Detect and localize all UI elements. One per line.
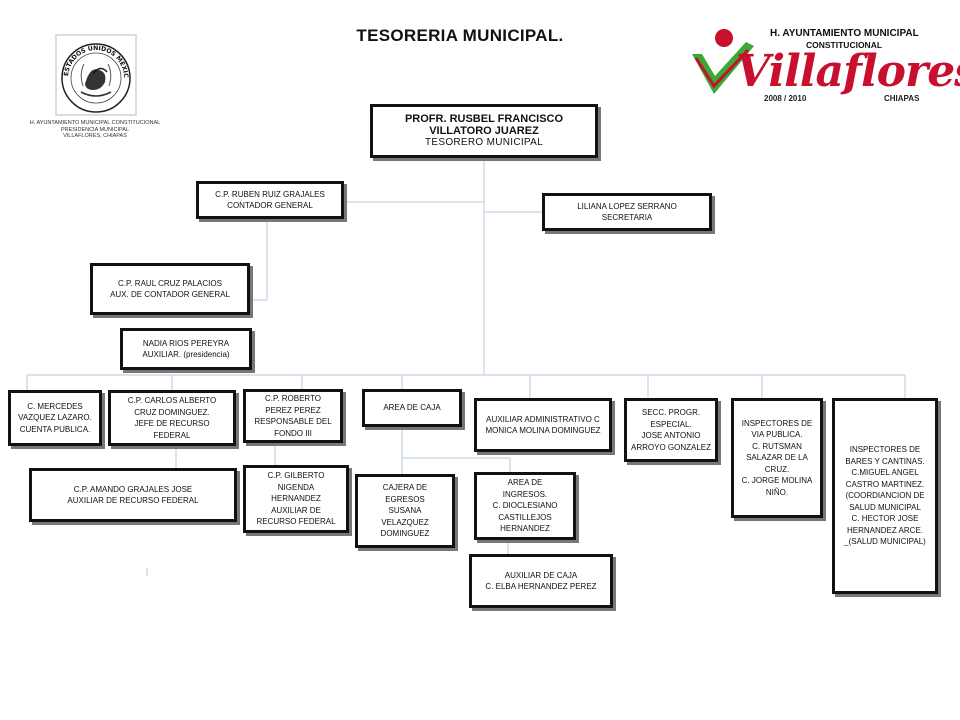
page-title: TESORERIA MUNICIPAL. <box>356 26 564 45</box>
node-area-caja: AREA DE CAJA <box>362 389 462 427</box>
seal-emblem: ESTADOS UNIDOS MEXICANOS <box>52 29 137 116</box>
node-tesorero: PROFR. RUSBEL FRANCISCO VILLATORO JUAREZ… <box>370 104 598 158</box>
seal-caption: H. AYUNTAMIENTO MUNICIPAL CONSTITUCIONAL… <box>29 120 161 139</box>
villaflores-logo: H. AYUNTAMIENTO MUNICIPAL CONSTITUCIONAL… <box>688 18 960 110</box>
logo-mark-icon <box>692 29 754 94</box>
